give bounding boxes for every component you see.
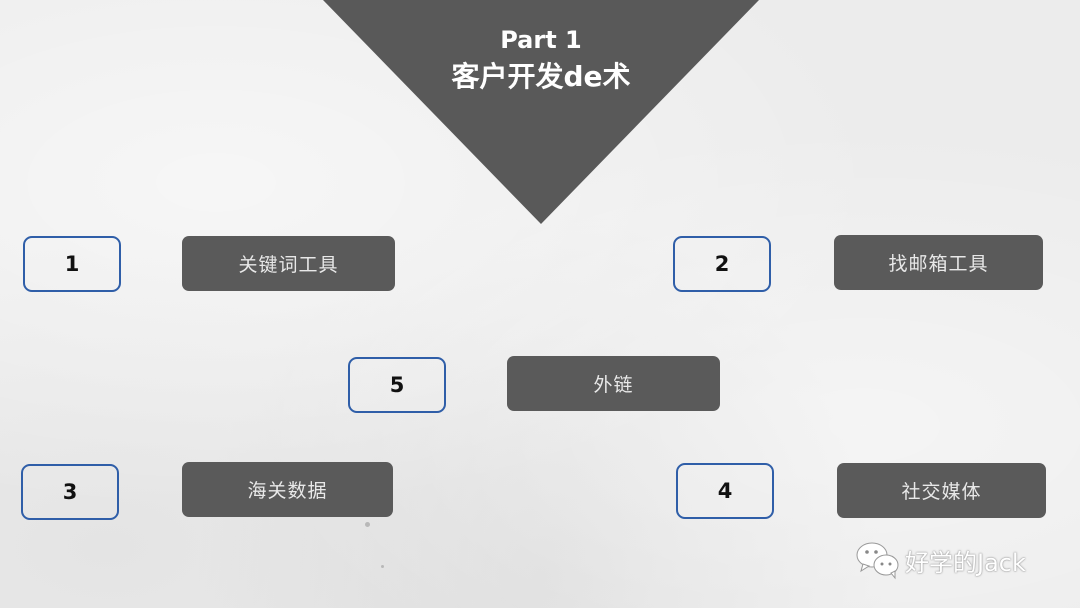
number-box-3: 3 — [21, 464, 119, 520]
item-label-customs-data[interactable]: 海关数据 — [182, 462, 393, 517]
header-triangle — [323, 0, 759, 224]
wechat-icon — [856, 542, 899, 580]
texture-speck — [365, 522, 370, 527]
number-box-2: 2 — [673, 236, 771, 292]
watermark: 好学的Jack — [855, 540, 1026, 580]
number-box-1: 1 — [23, 236, 121, 292]
number-box-4: 4 — [676, 463, 774, 519]
item-label-backlinks[interactable]: 外链 — [507, 356, 720, 411]
watermark-text: 好学的Jack — [905, 548, 1026, 577]
part-label: Part 1 — [500, 26, 582, 54]
header-title-block: Part 1 客户开发de术 — [323, 24, 759, 96]
item-label-email-finder-tools[interactable]: 找邮箱工具 — [834, 235, 1043, 290]
page-title: 客户开发de术 — [451, 60, 631, 93]
number-box-5: 5 — [348, 357, 446, 413]
texture-speck — [381, 565, 384, 568]
item-label-keyword-tools[interactable]: 关键词工具 — [182, 236, 395, 291]
item-label-social-media[interactable]: 社交媒体 — [837, 463, 1046, 518]
